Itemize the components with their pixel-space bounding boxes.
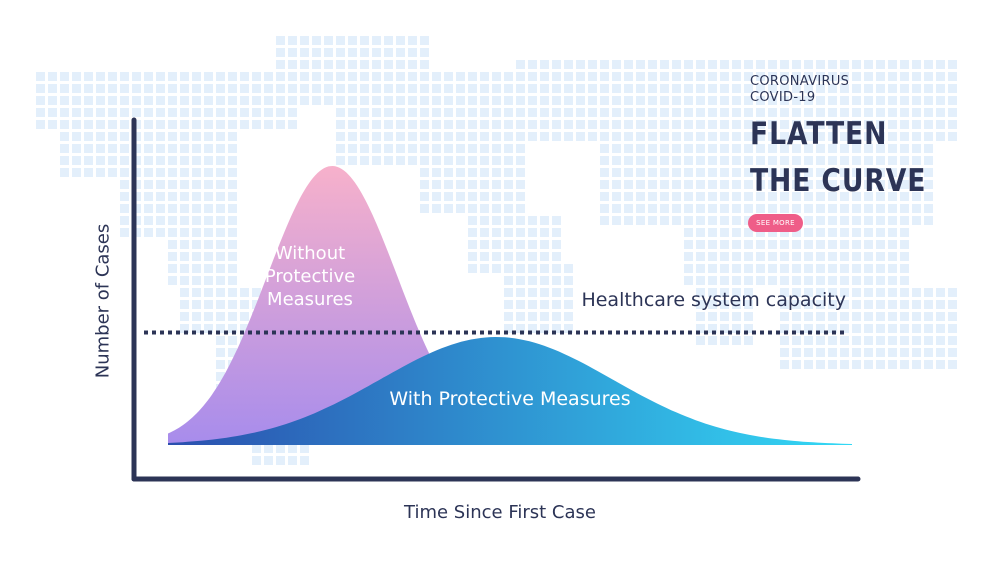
series-label-line: Without — [274, 243, 346, 264]
title-line-1: FLATTEN — [750, 116, 888, 152]
series-label-line: With Protective Measures — [389, 388, 631, 410]
kicker-line-1: CORONAVIRUS — [750, 74, 850, 89]
header-block: CORONAVIRUS COVID-19 FLATTEN THE CURVE — [750, 74, 955, 200]
kicker-line-2: COVID-19 — [750, 90, 816, 105]
series-label-line: Protective — [264, 266, 356, 287]
series-label-without: Without Protective Measures — [230, 242, 390, 311]
x-axis-label: Time Since First Case — [404, 502, 596, 523]
y-axis-label: Number of Cases — [92, 223, 114, 379]
see-more-button[interactable]: SEE MORE — [748, 214, 803, 232]
capacity-line-label: Healthcare system capacity — [581, 289, 846, 311]
title-line-2: THE CURVE — [750, 163, 927, 199]
curve-with-protective-measures — [168, 337, 852, 445]
series-label-with: With Protective Measures — [340, 388, 680, 410]
series-label-line: Measures — [267, 289, 353, 310]
